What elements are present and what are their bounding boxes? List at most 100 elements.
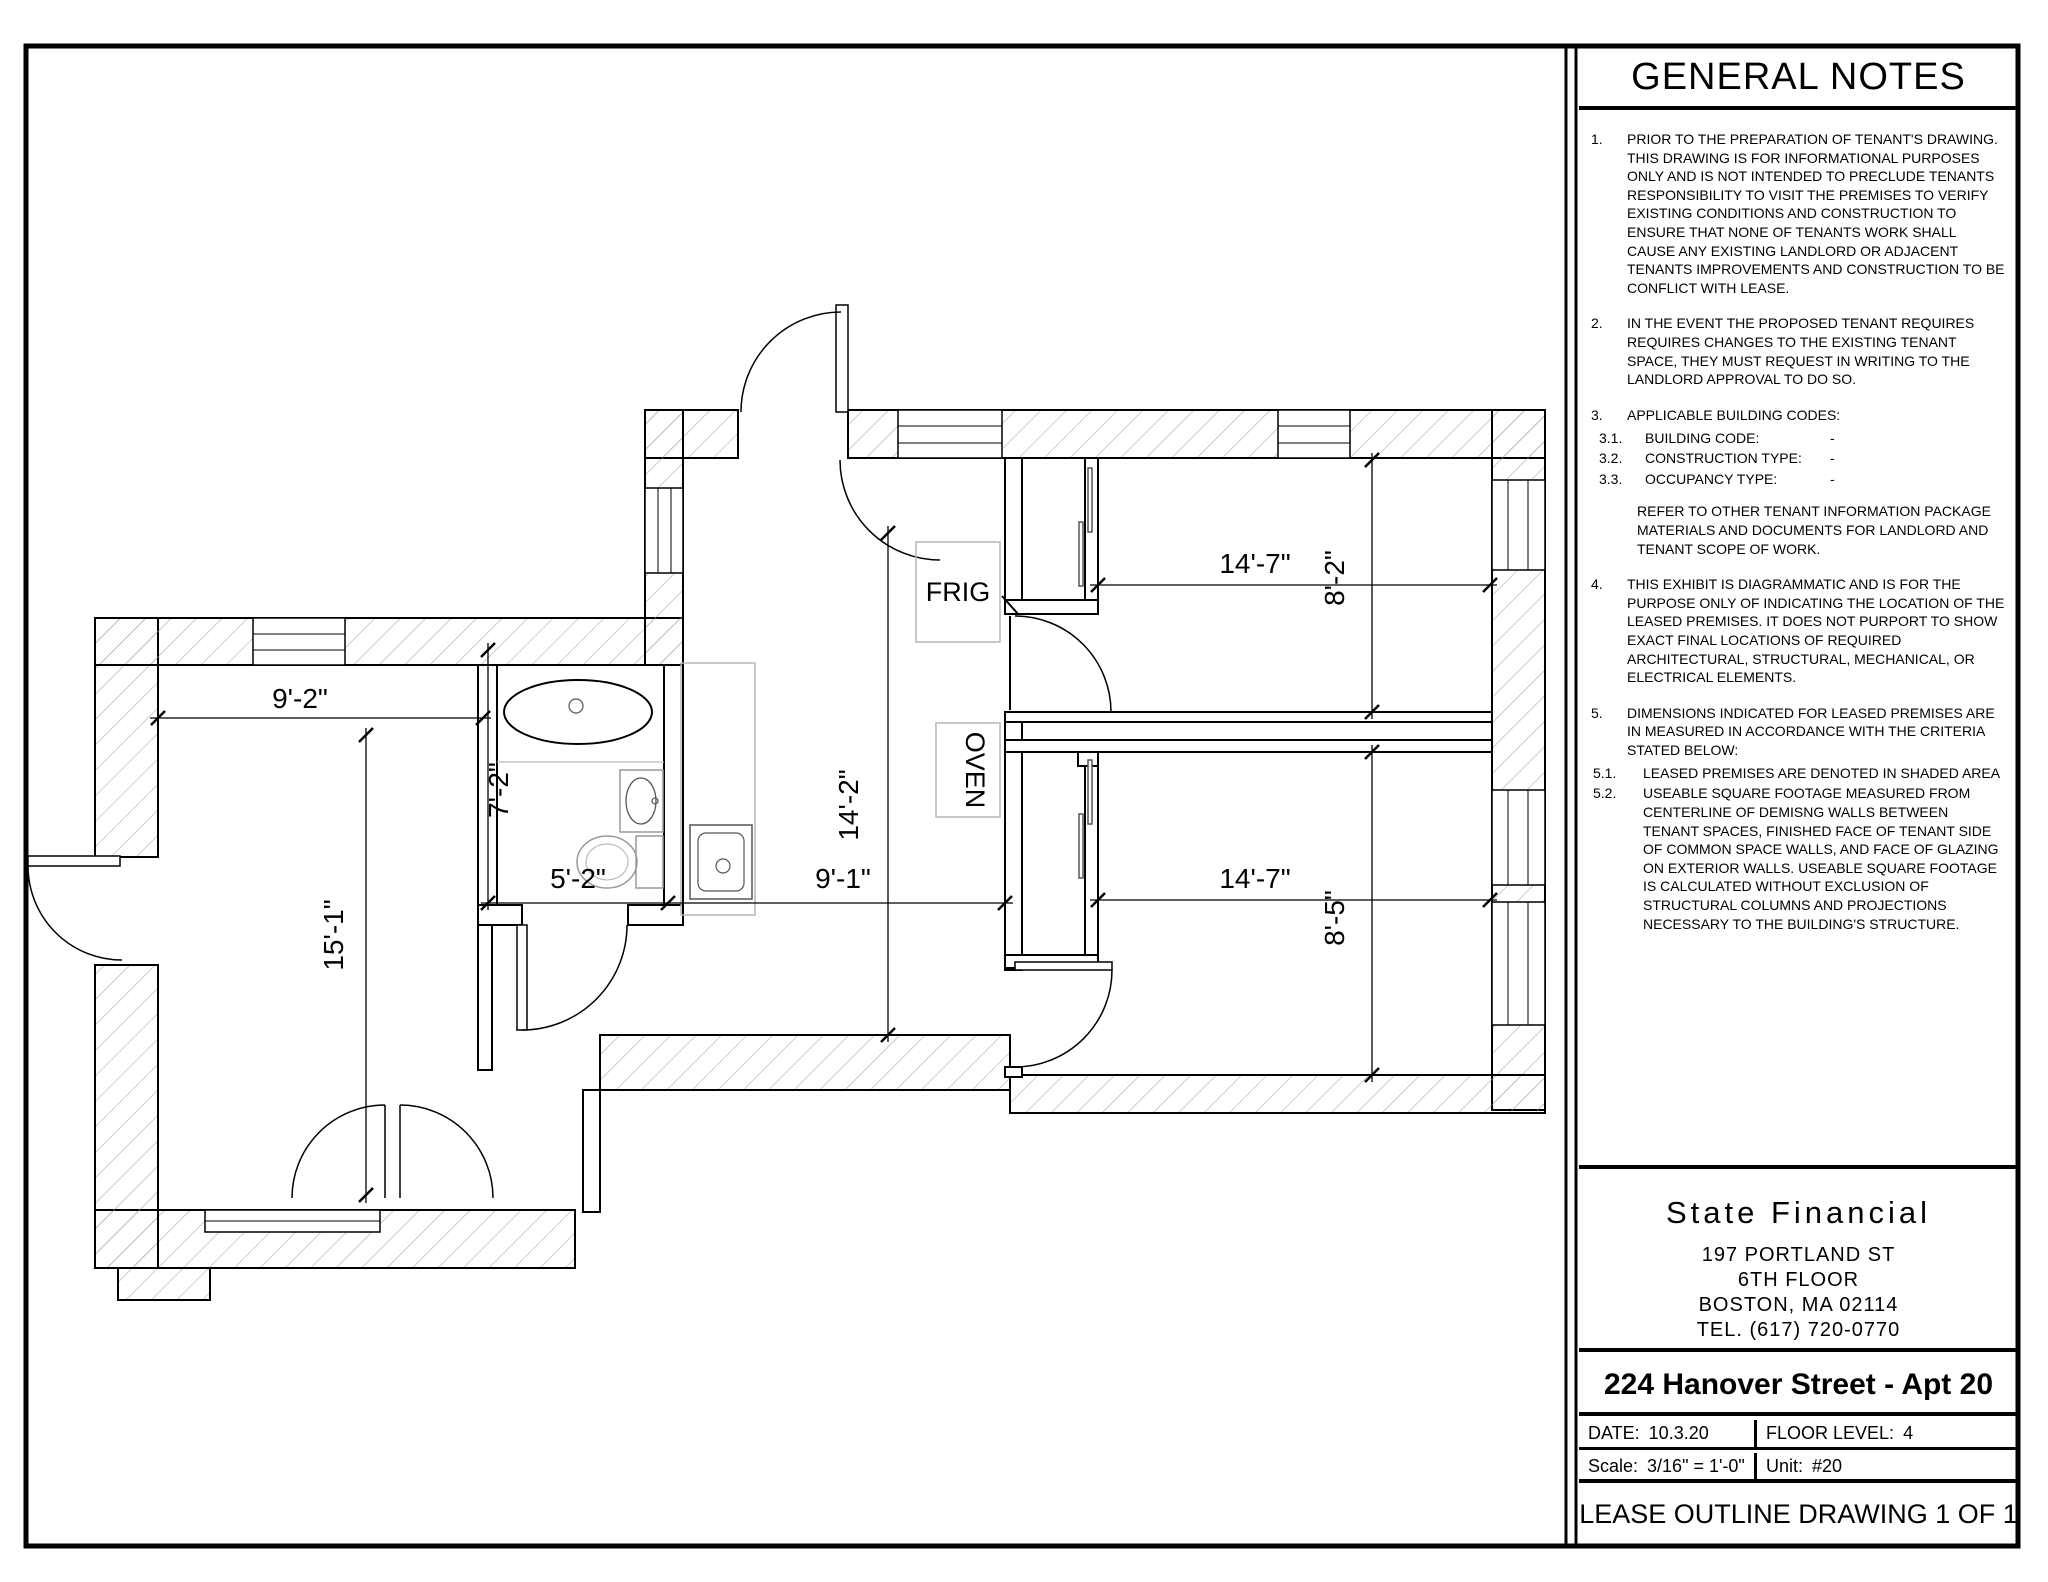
note-subitem: 3.3. OCCUPANCY TYPE: - (1599, 470, 2006, 489)
floor-level-value: 4 (1903, 1423, 1914, 1443)
note-text: DIMENSIONS INDICATED FOR LEASED PREMISES… (1627, 704, 1995, 759)
note-subitem: 5.2. USEABLE SQUARE FOOTAGE MEASURED FRO… (1593, 784, 2006, 933)
firm-address-line3: BOSTON, MA 02114 (1698, 1294, 1899, 1316)
note-subitem: 3.1. BUILDING CODE: - (1599, 429, 2006, 448)
dim-bedroom2-depth: 8'-5" (1319, 890, 1350, 946)
vestibule-door-arc (839, 459, 941, 561)
note-number: 3.1. (1599, 429, 1623, 446)
toilet-bowl (576, 835, 638, 889)
note-value: - (1830, 450, 1835, 467)
dim-kitchen-width: 9'-1" (815, 863, 871, 894)
note-value: - (1830, 429, 1835, 446)
fridge-outline (915, 541, 1001, 643)
dim-bedroom2-width: 14'-7" (1219, 863, 1290, 894)
dim-left-room-width: 9'-2" (272, 683, 328, 714)
note-subitem: 5.1. LEASED PREMISES ARE DENOTED IN SHAD… (1593, 764, 2006, 783)
bedroom2-door-arc (1014, 969, 1113, 1068)
title-block-row-1: DATE: 10.3.20 FLOOR LEVEL: 4 (1579, 1420, 2018, 1450)
fixtures (497, 541, 1001, 916)
entry-door-leaf (835, 304, 849, 413)
unit-value: #20 (1812, 1455, 1843, 1476)
project-title: 224 Hanover Street - Apt 20 (1579, 1356, 2018, 1416)
window-sash-lines (205, 425, 1529, 1222)
note-number: 3.3. (1599, 470, 1623, 487)
firm-address-line2: 6TH FLOOR (1737, 1269, 1860, 1291)
bedroom2-door-leaf (1014, 961, 1113, 971)
dimension-ticks (150, 452, 1498, 1203)
kitchen-counter (680, 662, 756, 916)
tub-drain (568, 698, 584, 714)
note-text: USEABLE SQUARE FOOTAGE MEASURED FROM CEN… (1643, 785, 1999, 932)
floor-level-label: FLOOR LEVEL: (1766, 1423, 1895, 1443)
note-label: BUILDING CODE: (1645, 429, 1760, 446)
note-text: THIS EXHIBIT IS DIAGRAMMATIC AND IS FOR … (1627, 576, 2005, 686)
date-value: 10.3.20 (1648, 1423, 1709, 1443)
entry-door-arc (740, 311, 842, 413)
unit-cell: Unit: #20 (1757, 1453, 2018, 1479)
note-text: PRIOR TO THE PREPARATION OF TENANT'S DRA… (1627, 131, 2005, 296)
note-text: LEASED PREMISES ARE DENOTED IN SHADED AR… (1643, 764, 2001, 781)
toilet-tank (635, 835, 664, 889)
firm-address-line1: 197 PORTLAND ST (1701, 1244, 1896, 1266)
firm-phone: TEL. (617) 720-0770 (1696, 1319, 1901, 1341)
left-room-door-arc (27, 865, 123, 961)
general-notes-title: GENERAL NOTES (1579, 46, 2018, 110)
doors (27, 304, 1113, 1199)
dimension-lines (150, 453, 1497, 1203)
note-number: 5.1. (1593, 764, 1617, 781)
date-cell: DATE: 10.3.20 (1579, 1420, 1757, 1447)
date-label: DATE: (1588, 1423, 1640, 1443)
scale-value: 3/16" = 1'-0" (1647, 1455, 1745, 1476)
title-block-row-2: Scale: 3/16" = 1'-0" Unit: #20 (1579, 1453, 2018, 1483)
note-item: 1. PRIOR TO THE PREPARATION OF TENANT'S … (1587, 130, 2006, 297)
bath-door-leaf (516, 924, 528, 1031)
dimension-labels: 9'-2" 15'-1" 7'-2" 5'-2" 9'-1" 14'-2" 14… (272, 548, 1350, 971)
note-number: 1. (1591, 131, 1603, 147)
note-number: 2. (1591, 315, 1603, 332)
oven-outline (935, 722, 1001, 818)
closet-door-right-arc (399, 1104, 494, 1199)
fridge-label: FRIG (926, 577, 991, 607)
note-label: CONSTRUCTION TYPE: (1645, 450, 1802, 467)
dim-left-room-height: 15'-1" (318, 899, 349, 970)
note-item: 3. APPLICABLE BUILDING CODES: (1587, 406, 2006, 425)
bathtub (503, 679, 653, 745)
scale-cell: Scale: 3/16" = 1'-0" (1579, 1453, 1757, 1479)
scale-label: Scale: (1588, 1455, 1639, 1476)
kitchen-sink (689, 824, 753, 900)
note-item: 4. THIS EXHIBIT IS DIAGRAMMATIC AND IS F… (1587, 575, 2006, 687)
firm-block: State Financial 197 PORTLAND ST 6TH FLOO… (1579, 1165, 2018, 1352)
note-item: 5. DIMENSIONS INDICATED FOR LEASED PREMI… (1587, 704, 2006, 760)
sheet-border (23, 43, 2021, 1549)
dim-bedroom1-depth: 8'-2" (1319, 550, 1350, 606)
door-stop-tick (1001, 595, 1019, 615)
note-item: 2. IN THE EVENT THE PROPOSED TENANT REQU… (1587, 314, 2006, 388)
sink-drain (715, 858, 731, 874)
oven-label: OVEN (960, 732, 990, 809)
drawing-title: LEASE OUTLINE DRAWING 1 OF 1 (1579, 1499, 2018, 1529)
note-number: 5.2. (1593, 785, 1617, 802)
dim-bath-height: 7'-2" (483, 762, 514, 818)
bath-sink (619, 769, 664, 833)
firm-name: State Financial (1665, 1195, 1932, 1230)
closet-door-left-arc (291, 1104, 386, 1199)
windows (204, 409, 1546, 1233)
note-number: 3. (1591, 406, 1603, 423)
note-label: OCCUPANCY TYPE: (1645, 470, 1778, 487)
note-subitem: 3.2. CONSTRUCTION TYPE: - (1599, 449, 2006, 468)
exterior-walls (94, 409, 1546, 1301)
note-text: APPLICABLE BUILDING CODES: (1627, 406, 1841, 423)
dim-bath-width: 5'-2" (550, 863, 606, 894)
pocket-doors (1078, 467, 1093, 879)
note-number: 3.2. (1599, 450, 1623, 467)
note-number: 5. (1591, 704, 1603, 721)
left-room-door-leaf (27, 855, 121, 867)
note-refer-paragraph: REFER TO OTHER TENANT INFORMATION PACKAG… (1637, 503, 1991, 557)
bedroom1-door-arc (1014, 615, 1112, 713)
note-value: - (1830, 470, 1835, 487)
dim-kitchen-height: 14'-2" (833, 769, 864, 840)
unit-label: Unit: (1766, 1455, 1804, 1476)
appliance-labels: FRIG OVEN (926, 577, 991, 808)
